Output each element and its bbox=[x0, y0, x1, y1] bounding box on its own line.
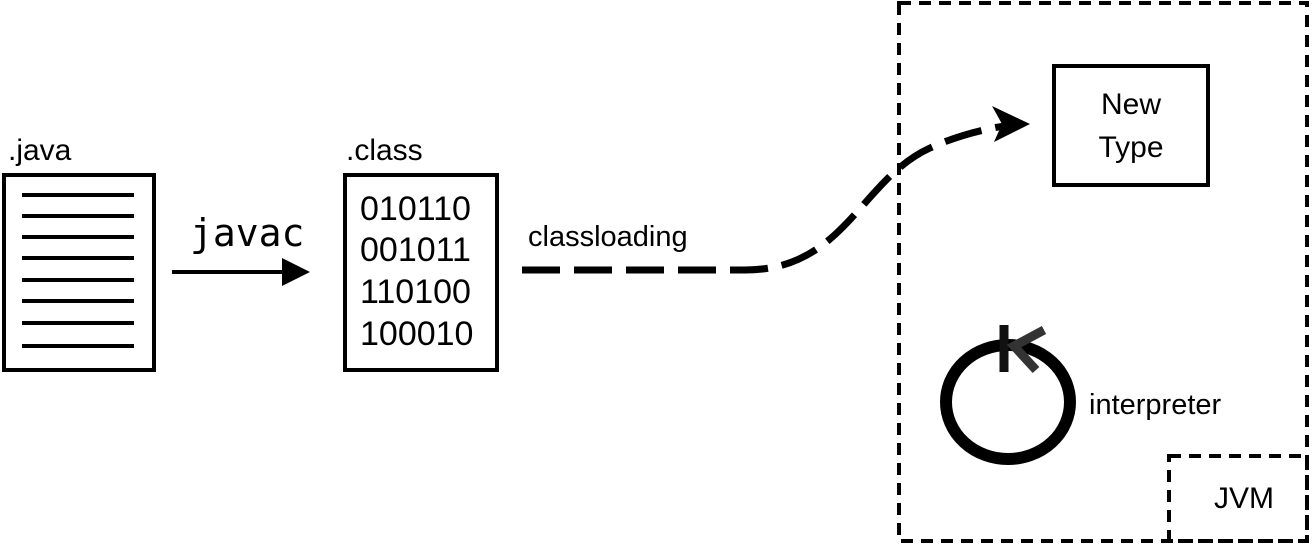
class-file: .class 010110 001011 110100 100010 bbox=[343, 134, 499, 372]
javac-step: javac bbox=[172, 211, 310, 286]
java-file-label: .java bbox=[8, 134, 72, 167]
java-source-file: .java bbox=[2, 134, 156, 372]
bytecode-line: 100010 bbox=[360, 315, 473, 353]
class-file-label: .class bbox=[346, 134, 423, 167]
javac-arrow-head bbox=[282, 258, 310, 286]
new-type-box: New Type bbox=[1052, 64, 1210, 187]
javac-label: javac bbox=[190, 211, 304, 255]
interpreter: interpreter bbox=[940, 325, 1222, 465]
java-file-page bbox=[2, 173, 156, 372]
interpreter-label: interpreter bbox=[1089, 389, 1222, 421]
bytecode-line: 001011 bbox=[360, 231, 471, 269]
interpreter-arrow-head-icon bbox=[1006, 326, 1047, 374]
classloading-dashed-path bbox=[522, 120, 1021, 274]
source-code-lines bbox=[22, 193, 134, 348]
new-type-line1: New bbox=[1101, 88, 1161, 121]
classloading-step: classloading bbox=[522, 106, 1030, 274]
new-type-line2: Type bbox=[1098, 131, 1163, 164]
bytecode-line: 010110 bbox=[360, 190, 471, 228]
jvm-label-box bbox=[1167, 454, 1309, 543]
jvm-boundary: JVM bbox=[897, 1, 1309, 543]
class-file-page bbox=[343, 173, 499, 372]
jvm-label: JVM bbox=[1214, 482, 1274, 515]
jvm-dashed-frame bbox=[897, 1, 1309, 543]
new-type-frame bbox=[1052, 64, 1210, 187]
bytecode-line: 110100 bbox=[360, 273, 471, 311]
classloading-arrow-head bbox=[992, 106, 1030, 142]
classloading-label: classloading bbox=[528, 221, 688, 253]
